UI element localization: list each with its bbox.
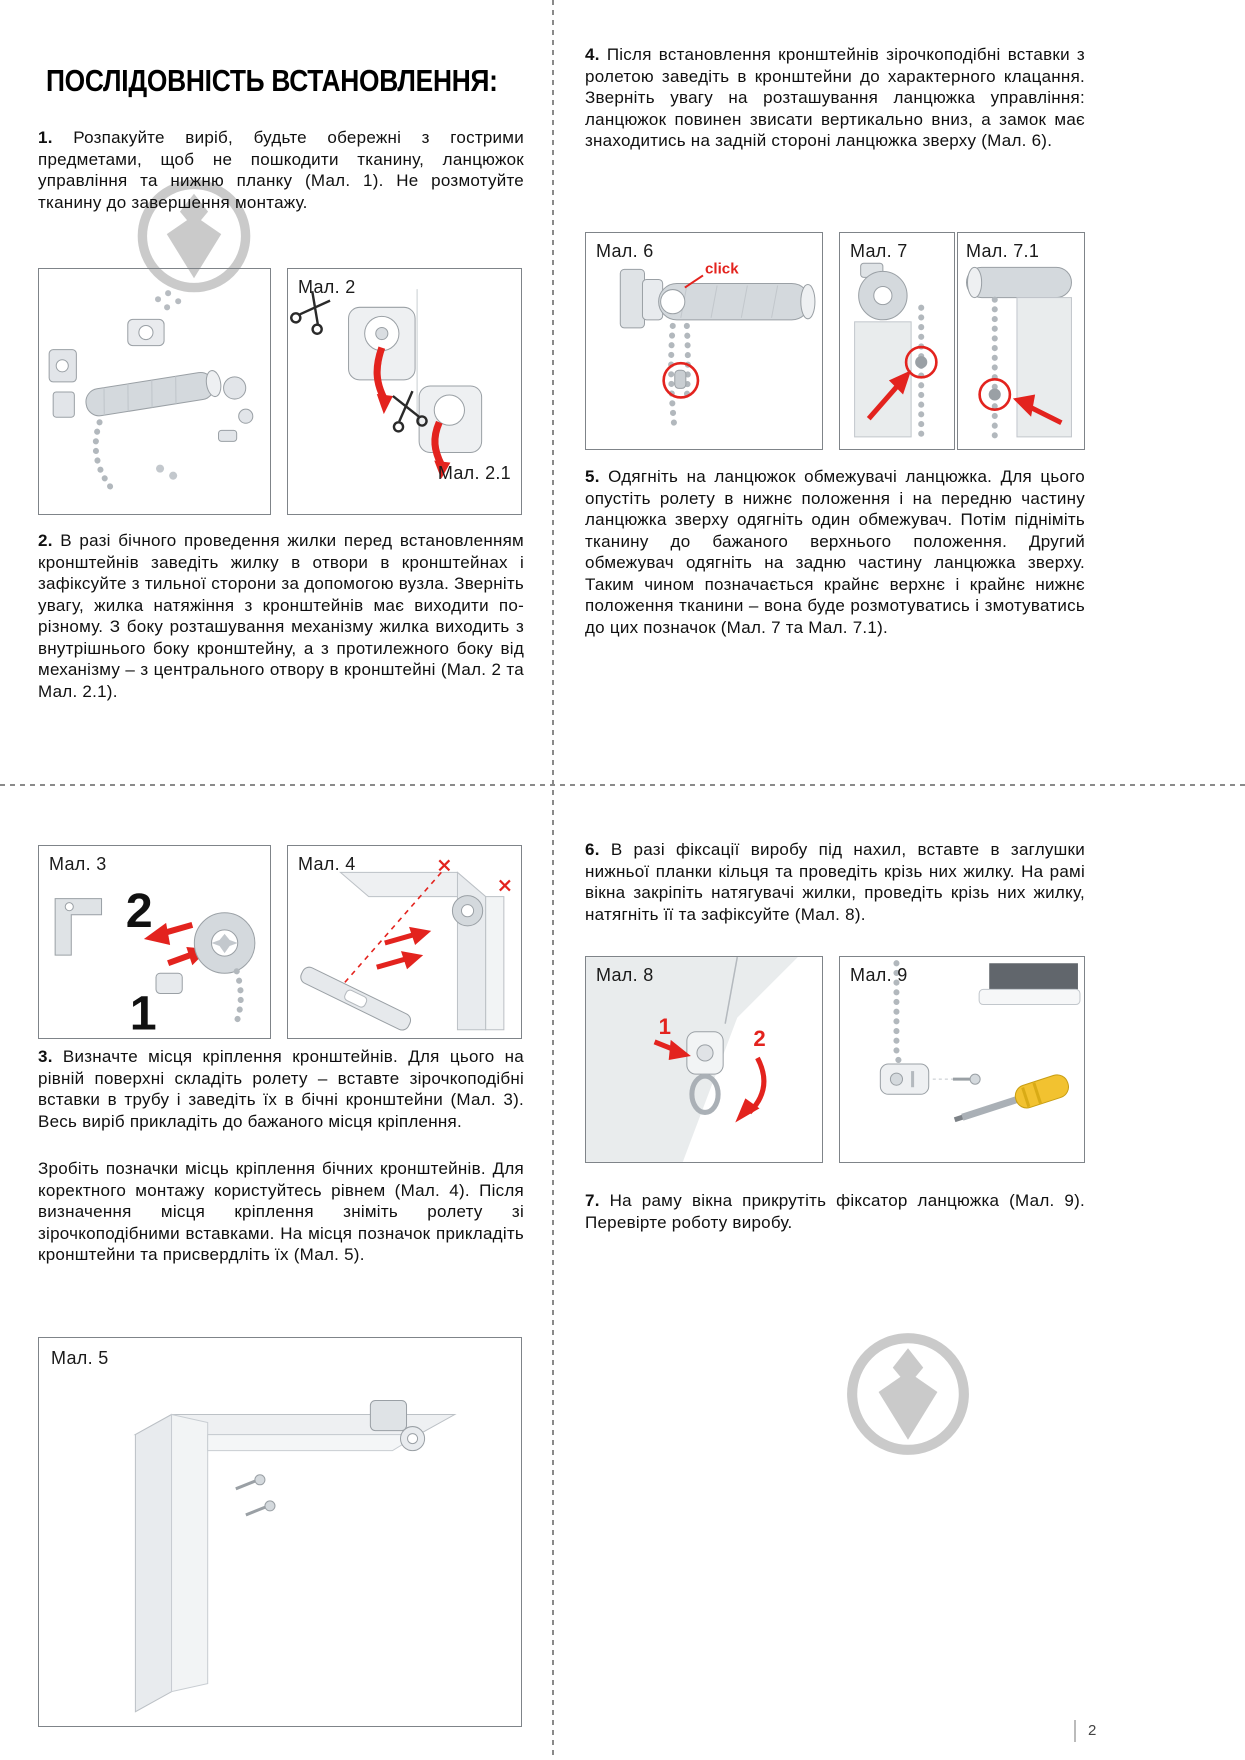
step-5-text: 5. Одягніть на ланцюжок обмежувачі ланцю… [585, 467, 1085, 637]
cord-line [724, 957, 739, 1024]
figure-6-label: Мал. 6 [596, 241, 654, 261]
star-insert [211, 933, 238, 954]
callout-2: 2 [753, 1026, 765, 1051]
red-cord [431, 420, 445, 467]
callout-1: 1 [659, 1014, 671, 1039]
roller-tube [85, 370, 222, 417]
red-arrow [384, 926, 432, 946]
step-1-text: 1. Розпакуйте виріб, будьте обережні з г… [38, 128, 524, 212]
figure-1 [38, 268, 271, 515]
brand-watermark [133, 175, 255, 297]
figure-6: click Мал. 6 [585, 232, 823, 450]
scissors-icon [392, 390, 428, 433]
figure-7-label: Мал. 7 [850, 241, 908, 261]
step-3-number: 3. [38, 1047, 53, 1066]
figure-5: Мал. 5 [38, 1337, 522, 1727]
figure-8-label: Мал. 8 [596, 965, 654, 985]
bead-chain [92, 419, 117, 494]
row-divider [0, 784, 1245, 786]
red-highlight-circle [978, 378, 1012, 411]
figure-9: Мал. 9 [839, 956, 1085, 1163]
screwdriver [953, 1074, 1069, 1123]
figure-9-illustration [879, 960, 1081, 1123]
screws [235, 1474, 276, 1517]
step-6-number: 6. [585, 840, 600, 859]
bead-chain [668, 322, 678, 434]
step-3-text: 3. Визначте місця кріплення кронштейнів.… [38, 1047, 524, 1131]
step-6-text: 6. В разі фіксації виробу під нахил, вст… [585, 840, 1085, 924]
red-arrow [376, 951, 424, 970]
figure-6-illustration: click [619, 260, 816, 434]
red-arrow [143, 921, 194, 946]
step-7-number: 7. [585, 1191, 600, 1210]
figure-2-1-label: Мал. 2.1 [437, 463, 511, 483]
bracket [619, 268, 645, 329]
step-7-text: 7. На раму вікна прикрутіть фіксатор лан… [585, 1191, 1085, 1232]
figure-1-illustration [48, 290, 254, 494]
step-order-2: 2 [126, 884, 153, 938]
roller-tube [965, 266, 1072, 299]
figure-2: Мал. 2 Мал. 2.1 [287, 268, 522, 515]
figure-9-label: Мал. 9 [850, 965, 908, 985]
step-4-text: 4. Після встановлення кронштейнів зірочк… [585, 45, 1085, 150]
screws [155, 290, 182, 311]
figure-7-1: Мал. 7.1 [957, 232, 1085, 450]
scissors-icon [290, 290, 331, 335]
step-1-number: 1. [38, 128, 53, 147]
fabric [989, 963, 1078, 990]
figure-7-illustration [854, 262, 938, 438]
figure-3-illustration: 2 1 [54, 884, 256, 1038]
red-highlight-circle [662, 361, 700, 399]
figure-5-label: Мал. 5 [51, 1348, 109, 1368]
click-label: click [705, 260, 739, 277]
figure-4-label: Мал. 4 [298, 854, 356, 874]
red-arrow [653, 1039, 691, 1061]
red-arrow [866, 370, 912, 421]
page-title: ПОСЛІДОВНІСТЬ ВСТАНОВЛЕННЯ: [46, 62, 498, 98]
brand-logo-icon [847, 1333, 969, 1455]
bottom-bar [978, 988, 1081, 1006]
bracket [369, 1399, 426, 1452]
figure-4-illustration [300, 859, 511, 1031]
figure-7: Мал. 7 [839, 232, 955, 450]
brand-logo-icon [137, 179, 251, 293]
figure-8: 1 2 Мал. 8 [585, 956, 823, 1163]
figure-5-illustration [133, 1399, 457, 1713]
red-x-mark [499, 879, 511, 892]
figure-4: Мал. 4 [287, 845, 522, 1039]
figure-7-1-illustration [965, 266, 1072, 440]
red-arrow [1012, 394, 1063, 426]
spirit-level [300, 966, 412, 1031]
red-pointer-line [684, 274, 704, 289]
figure-3: 2 1 Мал. 3 [38, 845, 271, 1039]
figure-2-label: Мал. 2 [298, 277, 356, 297]
step-3-text-continued: Зробіть позначки місць кріплення бічних … [38, 1159, 524, 1264]
chain-fixator [879, 1063, 930, 1095]
figure-2-illustration [290, 289, 483, 479]
page-number: 2 [1074, 1720, 1096, 1742]
figure-3-label: Мал. 3 [49, 854, 107, 874]
step-4-number: 4. [585, 45, 600, 64]
chain-lock [674, 369, 687, 389]
red-highlight-circle [904, 345, 938, 379]
ring [689, 1073, 721, 1115]
bead-chain [233, 968, 244, 1025]
chain-stop [915, 356, 928, 369]
chain-stop [988, 388, 1001, 401]
column-divider [552, 0, 554, 1760]
figure-8-illustration: 1 2 [586, 957, 798, 1162]
step-2-text: 2. В разі бічного проведення жилки перед… [38, 531, 524, 701]
bead-chain [683, 322, 691, 400]
brand-watermark [842, 1328, 974, 1460]
figure-7-1-label: Мал. 7.1 [966, 241, 1040, 261]
red-cord [373, 346, 388, 400]
red-x-mark [438, 859, 451, 872]
step-2-number: 2. [38, 531, 53, 550]
screwdriver-handle [1014, 1074, 1069, 1109]
step-order-1: 1 [130, 987, 157, 1038]
step-5-number: 5. [585, 467, 600, 486]
star-insert [660, 289, 686, 315]
